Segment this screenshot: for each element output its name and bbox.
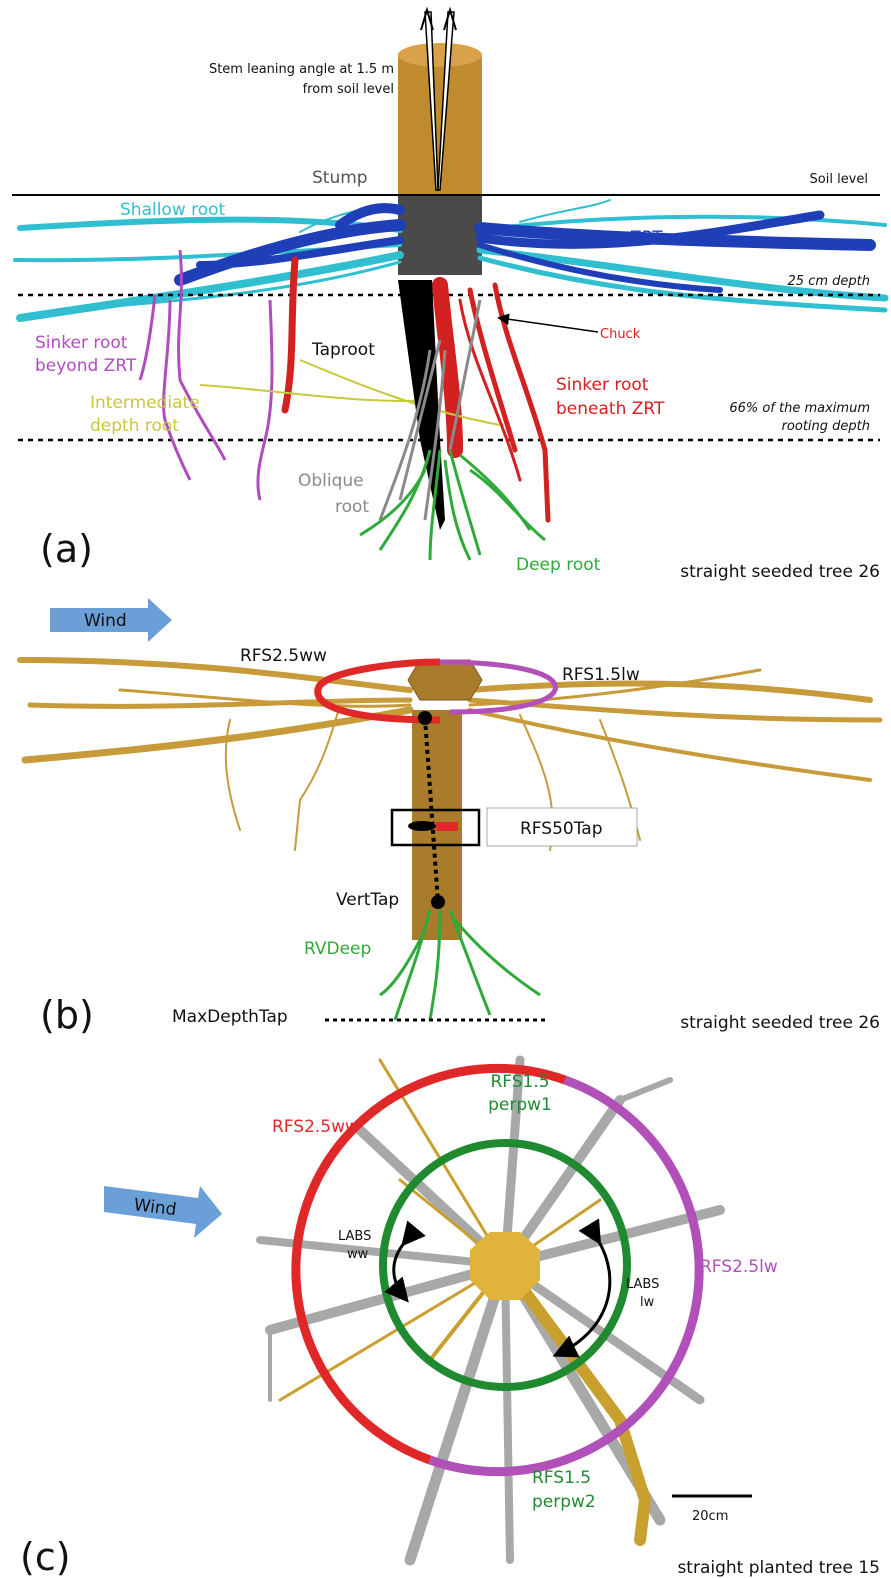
label-rfs-perp2-1: RFS1.5 [532,1468,591,1488]
label-chuck: Chuck [600,327,641,342]
label-oblique-2: root [335,497,369,517]
panel-b: Wind [20,598,880,1037]
label-66pct-2: rooting depth [782,419,870,434]
label-intermediate-2: depth root [90,416,179,436]
verttap-bottom-dot [431,895,445,909]
label-stem-leaning: Stem leaning angle at 1.5 m [209,62,394,77]
panel-b-tag: (b) [40,993,94,1037]
wind-label-b: Wind [84,611,127,631]
label-sinker-beyond-1: Sinker root [35,333,128,353]
label-labs-ww-1: LABS [338,1229,371,1244]
chuck-pointer [500,318,598,332]
label-rfs50: RFS50Tap [520,819,603,839]
label-sinker-beneath-1: Sinker root [556,375,649,395]
label-rfs-perp2-2: perpw2 [532,1492,596,1512]
label-stump: Stump [312,168,368,188]
rfs50-red-cut [436,822,458,831]
label-rfs-lw-b: RFS1.5lw [562,665,640,685]
label-soil-level: Soil level [810,172,868,187]
panel-b-tree: straight seeded tree 26 [680,1013,880,1033]
panel-a-tree: straight seeded tree 26 [680,562,880,582]
rvdeep-roots [380,910,540,1020]
label-maxdepth: MaxDepthTap [172,1007,288,1027]
label-intermediate-1: Intermediate [90,393,200,413]
label-25cm-depth: 25 cm depth [788,274,870,289]
panel-c-tree: straight planted tree 15 [677,1558,880,1578]
label-labs-ww-2: ww [347,1247,369,1262]
label-rfs-perp1-2: perpw1 [488,1095,552,1115]
label-labs-lw-1: LABS [626,1277,659,1292]
stump-c [470,1232,540,1300]
label-zrt: ZRT [630,228,663,248]
label-rfs-lw-c: RFS2.5lw [700,1257,778,1277]
label-sinker-beyond-2: beyond ZRT [35,356,137,376]
label-rfs-ww-b: RFS2.5ww [240,646,327,666]
label-rvdeep: RVDeep [304,939,371,959]
label-scale: 20cm [692,1509,728,1524]
label-rfs-ww-c: RFS2.5ww [272,1117,359,1137]
panel-a-tag: (a) [40,527,93,571]
verttap-top-dot [418,711,432,725]
panel-a: Stem leaning angle at 1.5 m from soil le… [12,10,885,582]
label-sinker-beneath-2: beneath ZRT [556,399,665,419]
label-deep-root: Deep root [516,555,601,575]
label-oblique-1: Oblique [298,471,364,491]
label-from-soil: from soil level [303,82,394,97]
label-shallow-root: Shallow root [120,200,226,220]
rfs50-black-cut [408,821,436,831]
stump-block [398,195,482,275]
label-verttap: VertTap [336,890,399,910]
label-taproot: Taproot [311,340,375,360]
label-66pct-1: 66% of the maximum [729,401,870,416]
label-labs-lw-2: lw [640,1295,655,1310]
panel-c-tag: (c) [20,1535,71,1578]
stem [398,10,482,195]
panel-c: Wind [20,1060,880,1578]
label-rfs-perp1-1: RFS1.5 [490,1072,549,1092]
